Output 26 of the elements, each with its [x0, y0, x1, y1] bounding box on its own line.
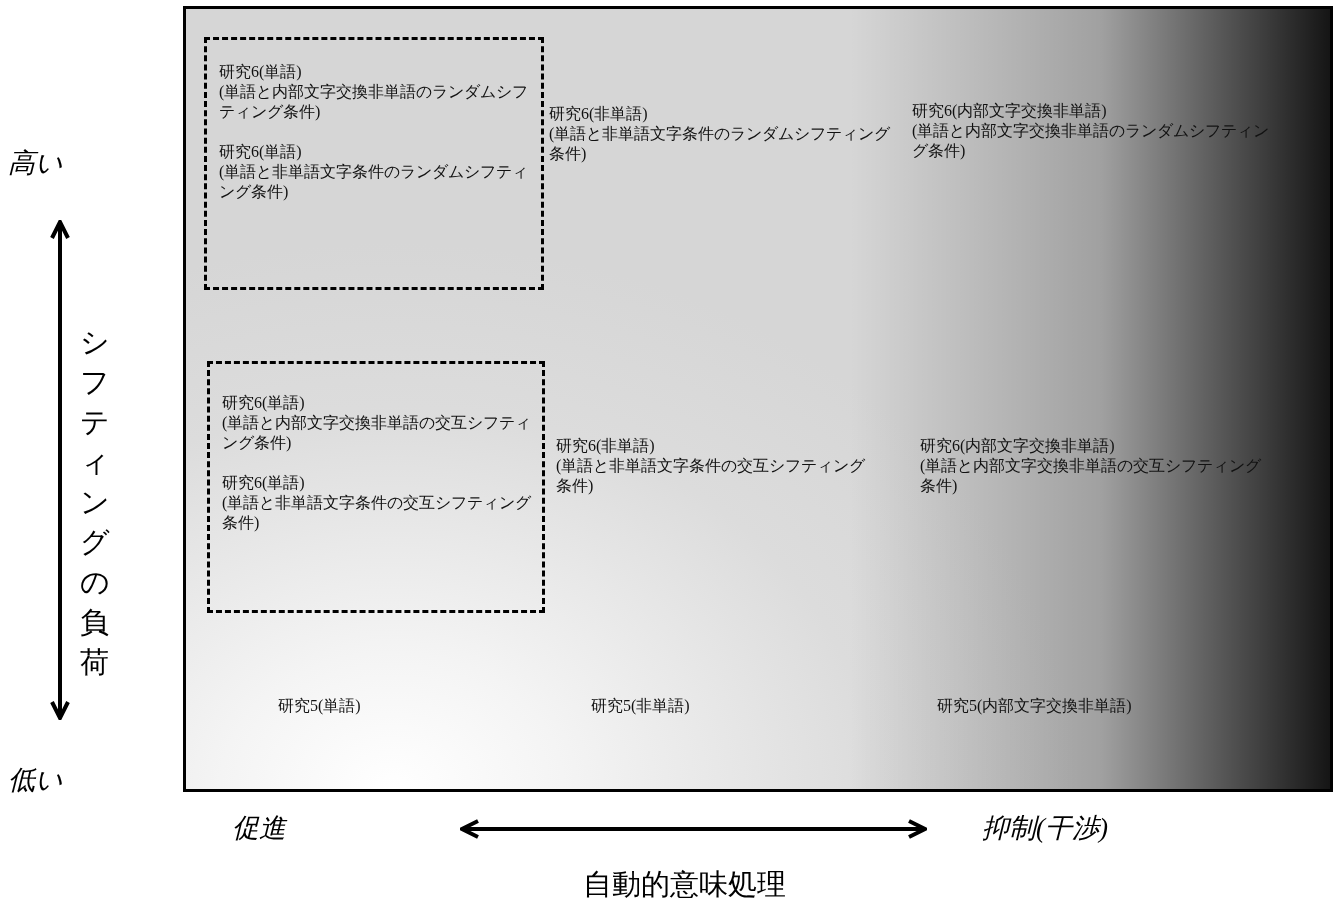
- study-heading: 研究6(内部文字交換非単語): [920, 436, 1116, 456]
- axis-title: シフティングの負荷: [80, 324, 111, 681]
- study-heading: 研究6(単語): [222, 473, 306, 493]
- chart-area-background: [183, 6, 1333, 792]
- axis-end-label: 促進: [232, 812, 286, 845]
- study-heading: 研究6(非単語): [549, 104, 649, 124]
- axis-title: 自動的意味処理: [583, 866, 786, 903]
- study-heading: 研究6(単語): [219, 62, 303, 82]
- dashed-group-box: [204, 37, 544, 290]
- study-heading: 研究6(単語): [219, 142, 303, 162]
- study-heading: 研究6(内部文字交換非単語): [912, 101, 1108, 121]
- condition-text: (単語と非単語文字条件の交互シフティング条件): [556, 456, 867, 496]
- study-heading: 研究5(非単語): [591, 696, 690, 716]
- study-heading: 研究6(単語): [222, 393, 306, 413]
- axis-end-label: 低い: [8, 764, 63, 797]
- axis-end-label: 抑制(干渉): [982, 812, 1108, 845]
- condition-text: (単語と内部文字交換非単語のランダムシフティング条件): [219, 82, 530, 122]
- study-heading: 研究5(単語): [278, 696, 361, 716]
- condition-text: (単語と内部文字交換非単語の交互シフティング条件): [222, 413, 533, 453]
- study-heading: 研究6(非単語): [556, 436, 656, 456]
- condition-text: (単語と非単語文字条件の交互シフティング条件): [222, 493, 533, 533]
- condition-text: (単語と非単語文字条件のランダムシフティング条件): [219, 162, 530, 202]
- study-heading: 研究5(内部文字交換非単語): [937, 696, 1132, 716]
- condition-text: (単語と非単語文字条件のランダムシフティング条件): [549, 124, 892, 164]
- axis-end-label: 高い: [8, 147, 63, 180]
- dashed-group-box: [207, 361, 545, 613]
